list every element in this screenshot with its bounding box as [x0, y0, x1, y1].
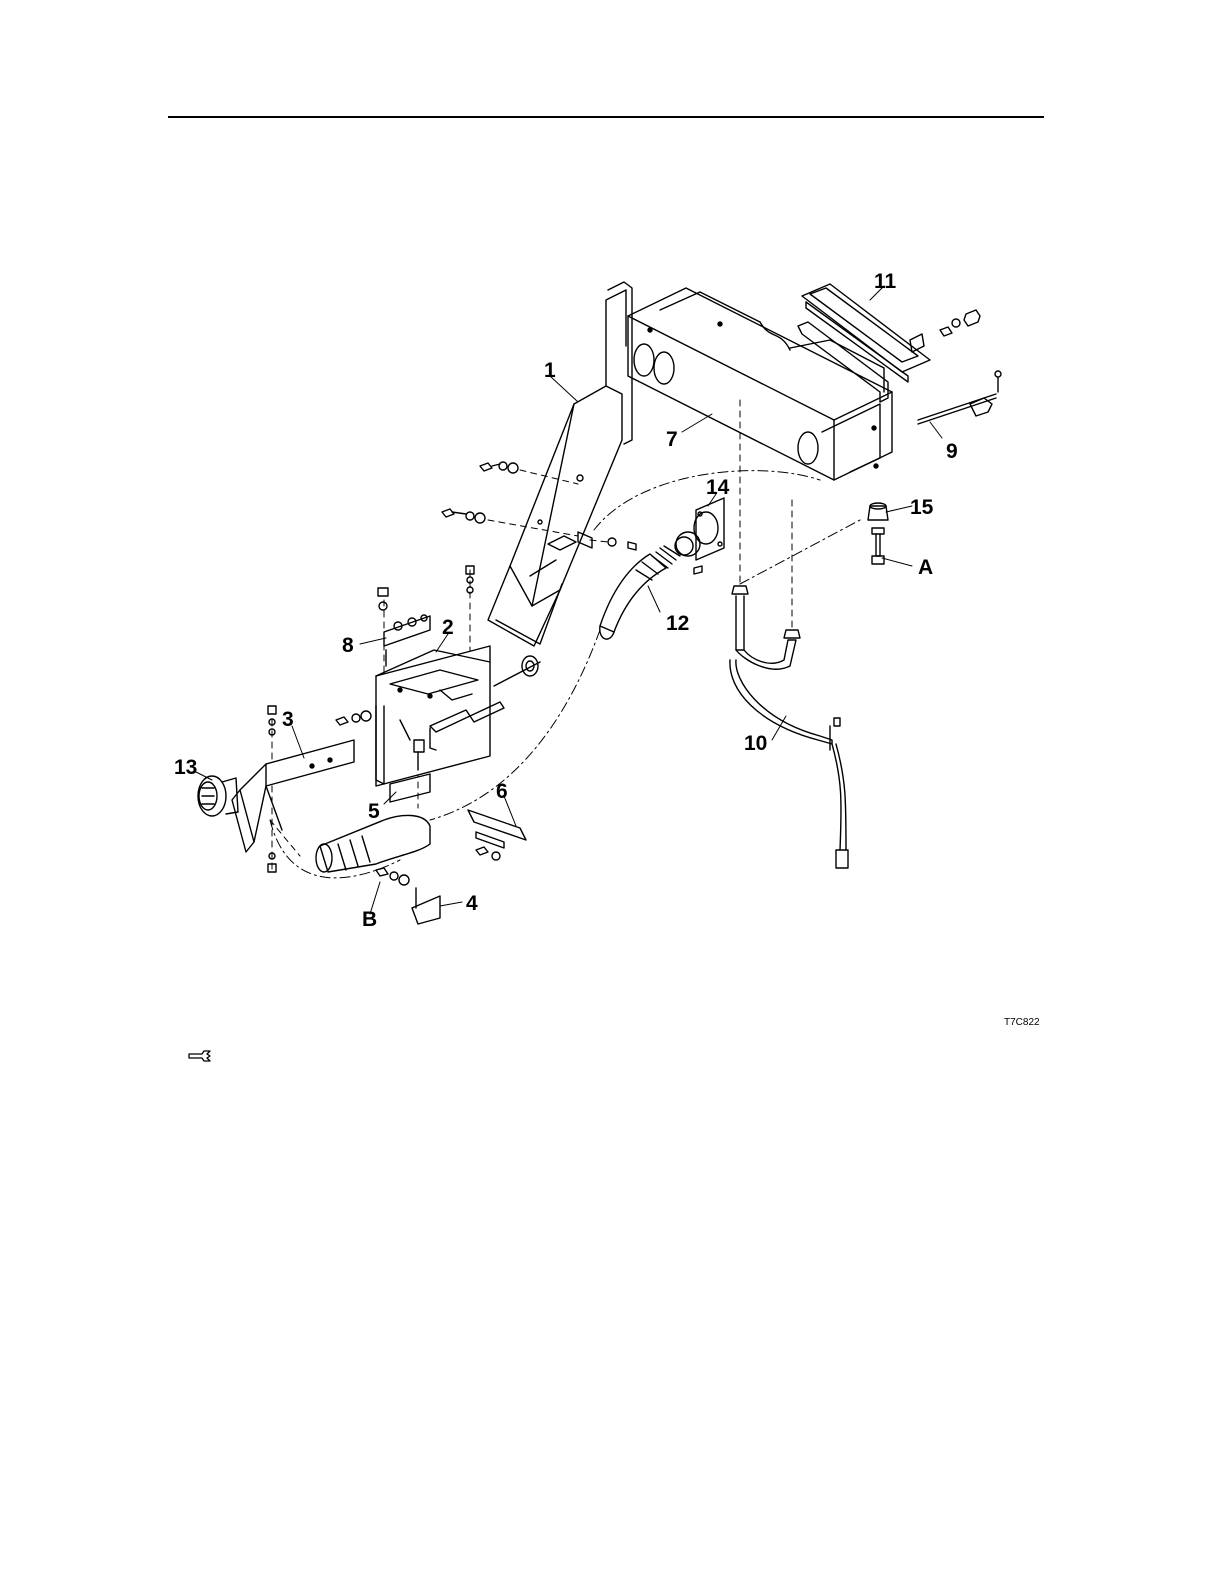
callout-a: A — [918, 556, 933, 579]
callout-2: 2 — [442, 616, 454, 639]
adapter-plate — [675, 498, 724, 574]
callout-11: 11 — [874, 270, 897, 293]
wrench-icon — [188, 1050, 212, 1062]
callout-4: 4 — [466, 892, 478, 915]
callout-5: 5 — [368, 800, 380, 823]
cable-rod — [918, 371, 1001, 424]
callout-10: 10 — [744, 732, 767, 755]
callout-6: 6 — [496, 780, 508, 803]
callout-b: B — [362, 908, 377, 931]
heater-box — [628, 288, 892, 480]
callout-3: 3 — [282, 708, 294, 731]
callout-13: 13 — [174, 756, 197, 779]
mounting-bracket — [376, 646, 490, 786]
bracket-4-and-bolt-b — [376, 868, 440, 924]
heater-hoses — [730, 586, 848, 868]
switch-bracket — [378, 588, 430, 666]
lower-duct — [232, 711, 371, 852]
callout-14: 14 — [706, 476, 730, 499]
callout-8: 8 — [342, 634, 354, 657]
louver-vent — [198, 776, 238, 816]
figure-id-label: T7C822 — [1004, 1017, 1040, 1028]
callout-7: 7 — [666, 428, 678, 451]
callout-12: 12 — [666, 612, 689, 635]
clamp-bracket-6 — [468, 810, 526, 860]
callout-1: 1 — [544, 359, 556, 382]
callout-9: 9 — [946, 440, 958, 463]
callout-15: 15 — [910, 496, 934, 519]
corrugated-boot — [316, 815, 430, 872]
rubber-mount — [868, 503, 888, 564]
